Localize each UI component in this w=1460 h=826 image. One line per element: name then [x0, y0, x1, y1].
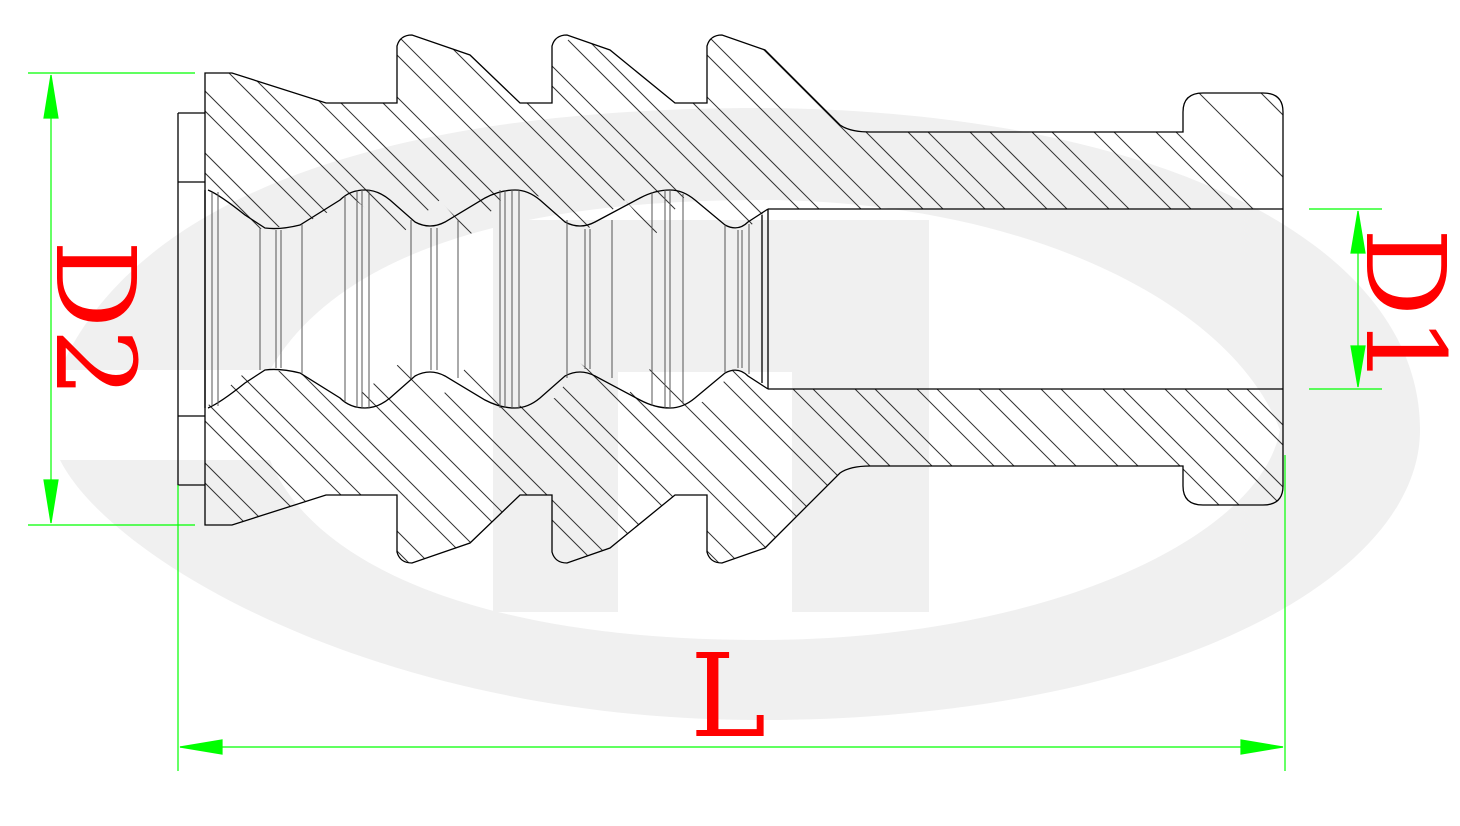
bellows-ridge-lines	[211, 190, 750, 408]
dimension-label-l: L	[690, 630, 767, 764]
dimension-lines	[28, 72, 1382, 771]
dimension-label-d1: D1	[1341, 228, 1460, 387]
watermark-logo	[60, 108, 1420, 720]
dimension-label-d2: D2	[31, 240, 159, 399]
